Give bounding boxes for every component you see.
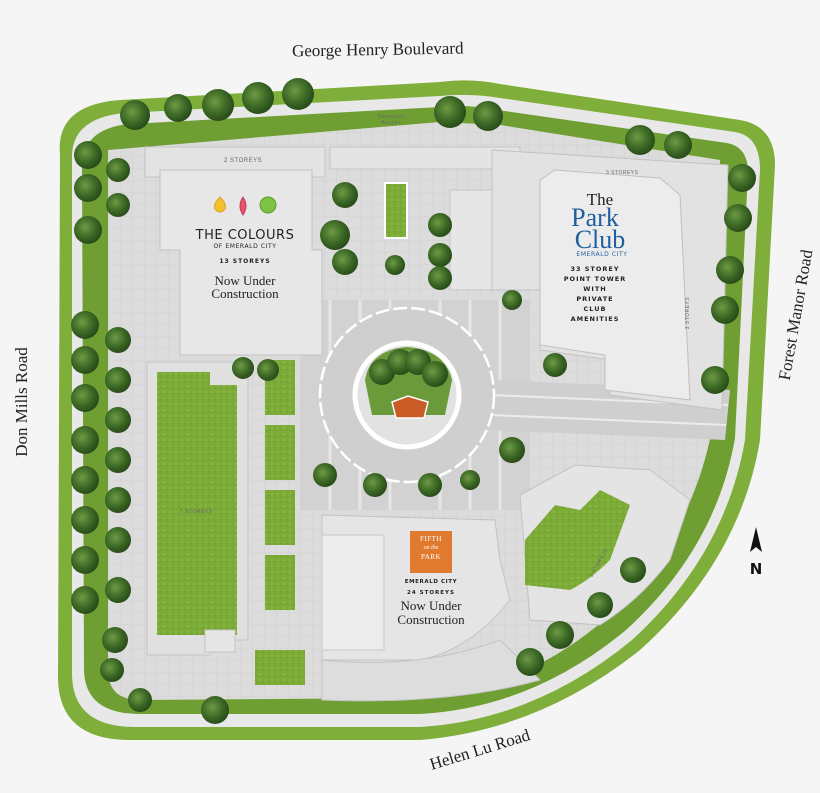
pink-gem-icon — [239, 196, 247, 216]
temporary-access-note: Temporary Access — [377, 114, 406, 126]
colours-status-line1: Now Under — [214, 273, 276, 288]
road-label-north: George Henry Boulevard — [291, 38, 464, 61]
fifth-park-storeys: 24 STOREYS — [407, 590, 455, 596]
parkclub-description: 33 STOREY POINT TOWER WITH PRIVATE CLUB … — [563, 265, 627, 323]
parkclub-building-label[interactable]: The Park Club EMERALD CITY 33 STOREY POI… — [555, 190, 635, 324]
parkclub-subtitle: EMERALD CITY — [576, 251, 628, 258]
colours-status-line2: Construction — [211, 286, 279, 301]
fifth-park-status-line2: Construction — [397, 612, 465, 627]
colours-subtitle: OF EMERALD CITY — [213, 243, 277, 250]
yellow-gem-icon — [214, 196, 226, 213]
colours-title: THE COLOURS — [195, 228, 295, 243]
colours-building-label[interactable]: THE COLOURS OF EMERALD CITY 13 STOREYS N… — [175, 196, 315, 301]
gem-icons — [175, 196, 315, 216]
fifth-park-subtitle: EMERALD CITY — [404, 579, 458, 585]
north-arrow-icon — [750, 527, 762, 552]
road-label-west: Don Mills Road — [11, 347, 31, 457]
fifth-park-building-label[interactable]: FIFTH on the PARK EMERALD CITY 24 STOREY… — [385, 531, 477, 627]
fifth-park-logo: FIFTH on the PARK — [410, 531, 452, 573]
green-gem-icon — [259, 196, 277, 214]
parkclub-podium-east-storeys: 3 STOREYS — [685, 296, 692, 330]
fifth-park-status-line1: Now Under — [400, 598, 462, 613]
parkclub-title-club: Club — [574, 225, 626, 254]
colours-storeys: 13 STOREYS — [219, 258, 271, 265]
parkclub-podium-north-storeys: 3 STOREYS — [606, 170, 639, 176]
west-podium-storeys: 7 STOREYS — [180, 509, 213, 515]
parkclub-title-park: Park — [571, 203, 619, 232]
parkclub-title-the: The — [586, 190, 614, 209]
colours-podium-storeys: 2 STOREYS — [224, 158, 263, 164]
compass: N — [744, 560, 768, 578]
compass-label: N — [749, 560, 763, 578]
